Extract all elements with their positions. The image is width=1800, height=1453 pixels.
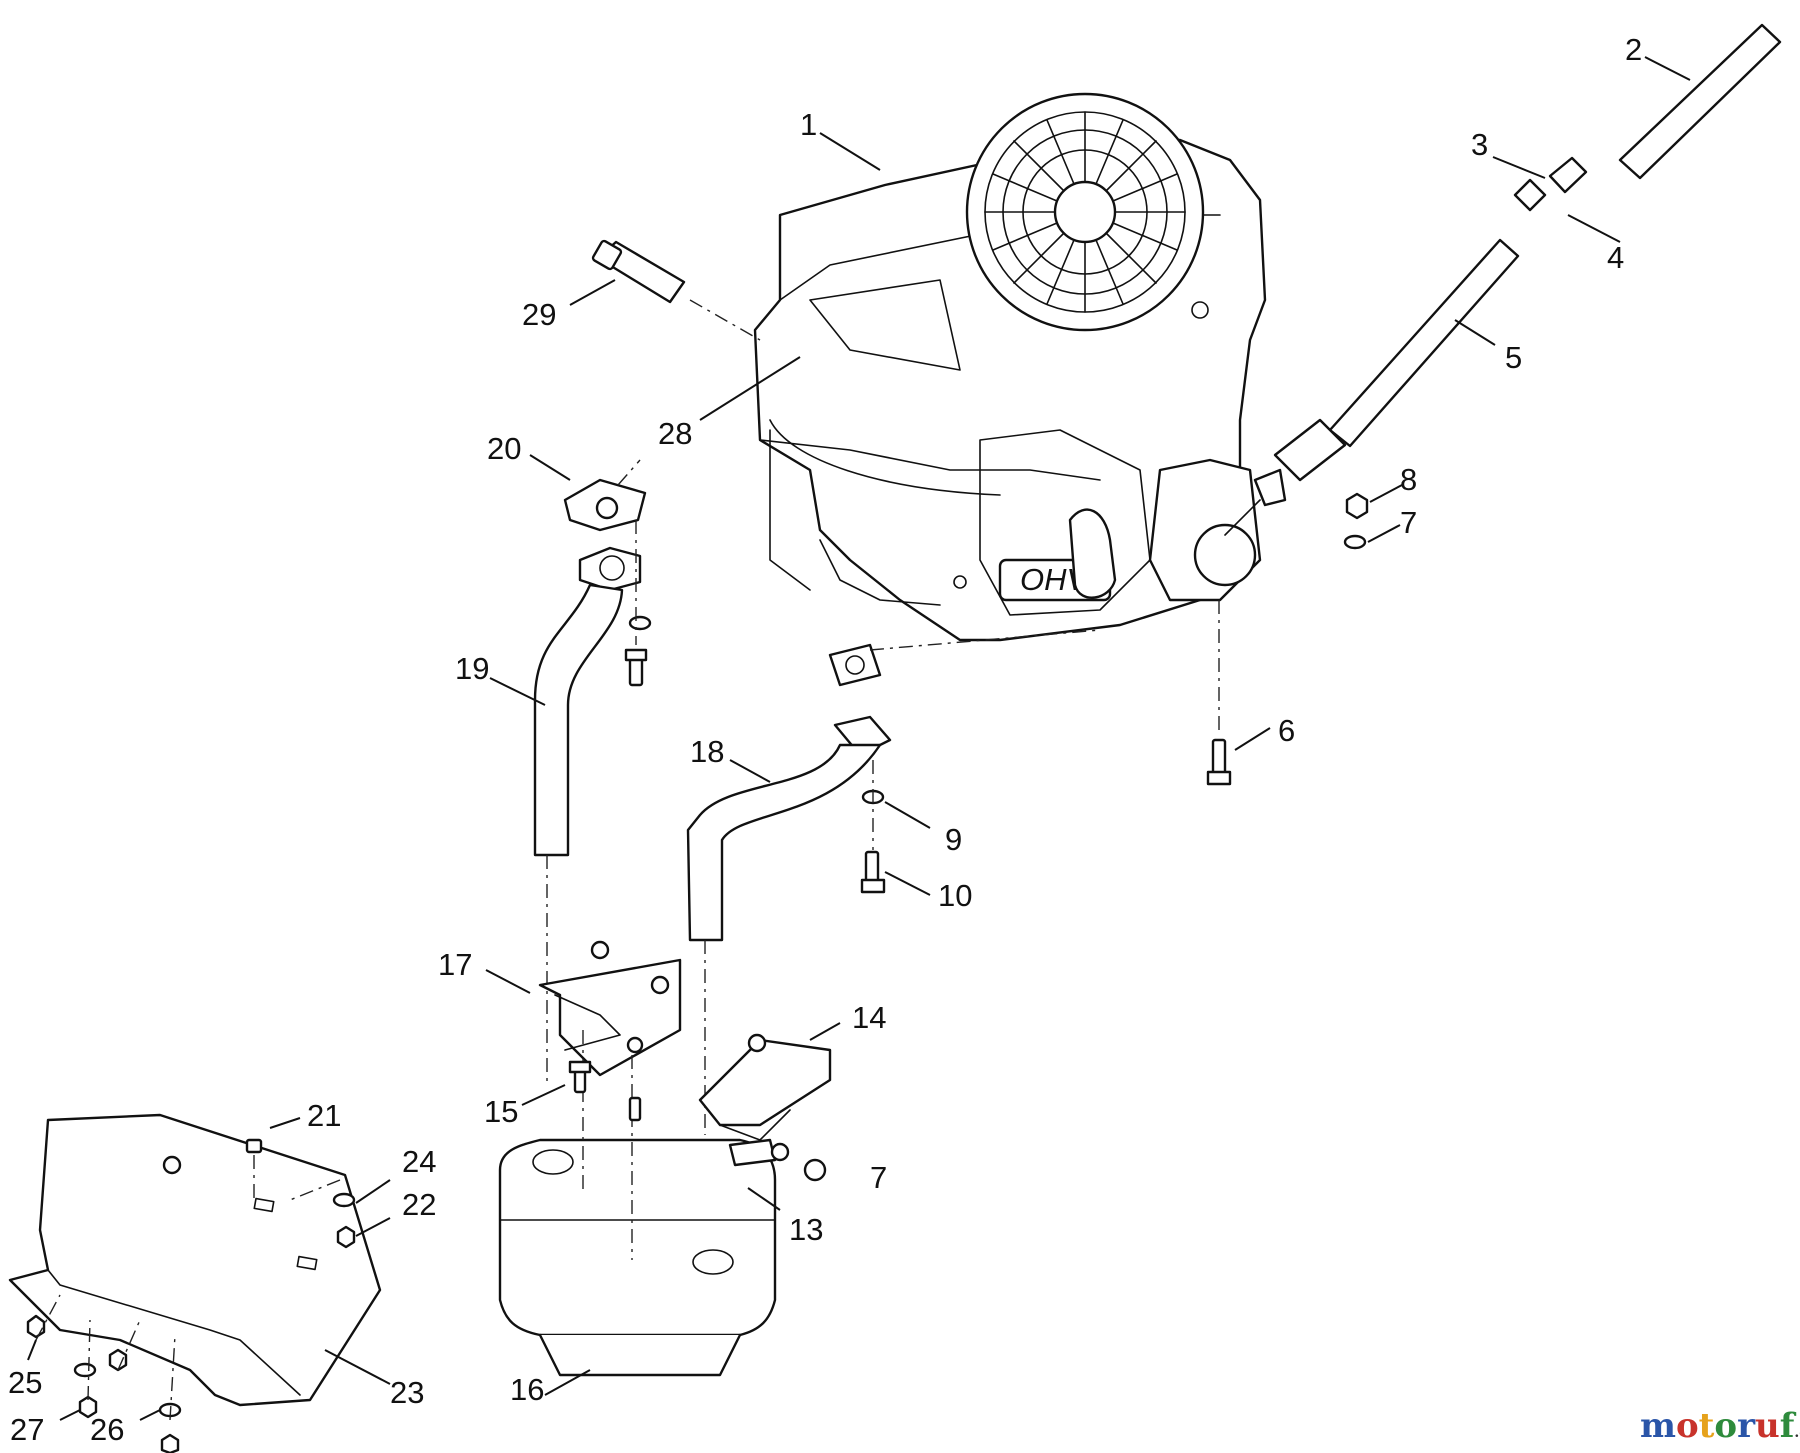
callout-20: 20 [487,431,521,466]
callout-14: 14 [852,1000,886,1035]
exhaust-parts [533,459,1101,1135]
heat-shield-parts [8,1113,382,1453]
watermark-letter: f [1780,1406,1797,1446]
engine-assembly: OHV [753,92,1267,642]
callout-24: 24 [402,1144,436,1179]
callout-27: 27 [10,1412,44,1447]
callout-13: 13 [789,1212,823,1247]
callout-8: 8 [1400,462,1417,497]
callout-18: 18 [690,734,724,769]
callout-4: 4 [1607,240,1624,275]
callout-25: 25 [8,1365,42,1400]
watermark-letter: t [1699,1406,1715,1446]
callout-26: 26 [90,1412,124,1447]
watermark-letter: r [1737,1406,1756,1446]
hardware [568,492,1369,1182]
callout-7: 7 [1400,505,1417,540]
watermark-letter: o [1676,1406,1699,1446]
callout-6: 6 [1278,713,1295,748]
callout-3: 3 [1471,127,1488,162]
watermark-logo: motoruf.de [1640,1406,1800,1446]
watermark-letter: m [1640,1406,1676,1446]
muffler-parts [498,940,832,1377]
callout-leaders [27,56,1691,1421]
callout-labels: 1 2 3 4 5 6 7 7 8 9 10 13 14 15 16 17 18… [8,32,1642,1447]
watermark-letter: o [1714,1406,1737,1446]
watermark-letter: u [1755,1406,1780,1446]
callout-2: 2 [1625,32,1642,67]
callout-21: 21 [307,1098,341,1133]
callout-17: 17 [438,947,472,982]
motoruf-watermark: motoruf.de [1640,1406,1800,1446]
callout-5: 5 [1505,340,1522,375]
callout-10: 10 [938,878,972,913]
callout-23: 23 [390,1375,424,1410]
part-29 [591,239,761,341]
callout-1: 1 [800,107,817,142]
callout-16: 16 [510,1372,544,1407]
callout-22: 22 [402,1187,436,1222]
callout-28: 28 [658,416,692,451]
callout-19: 19 [455,651,489,686]
watermark-suffix: .de [1794,1425,1800,1441]
callout-7b: 7 [870,1160,887,1195]
fuel-line-assembly [1224,23,1782,536]
callout-15: 15 [484,1094,518,1129]
callout-9: 9 [945,822,962,857]
callout-29: 29 [522,297,556,332]
